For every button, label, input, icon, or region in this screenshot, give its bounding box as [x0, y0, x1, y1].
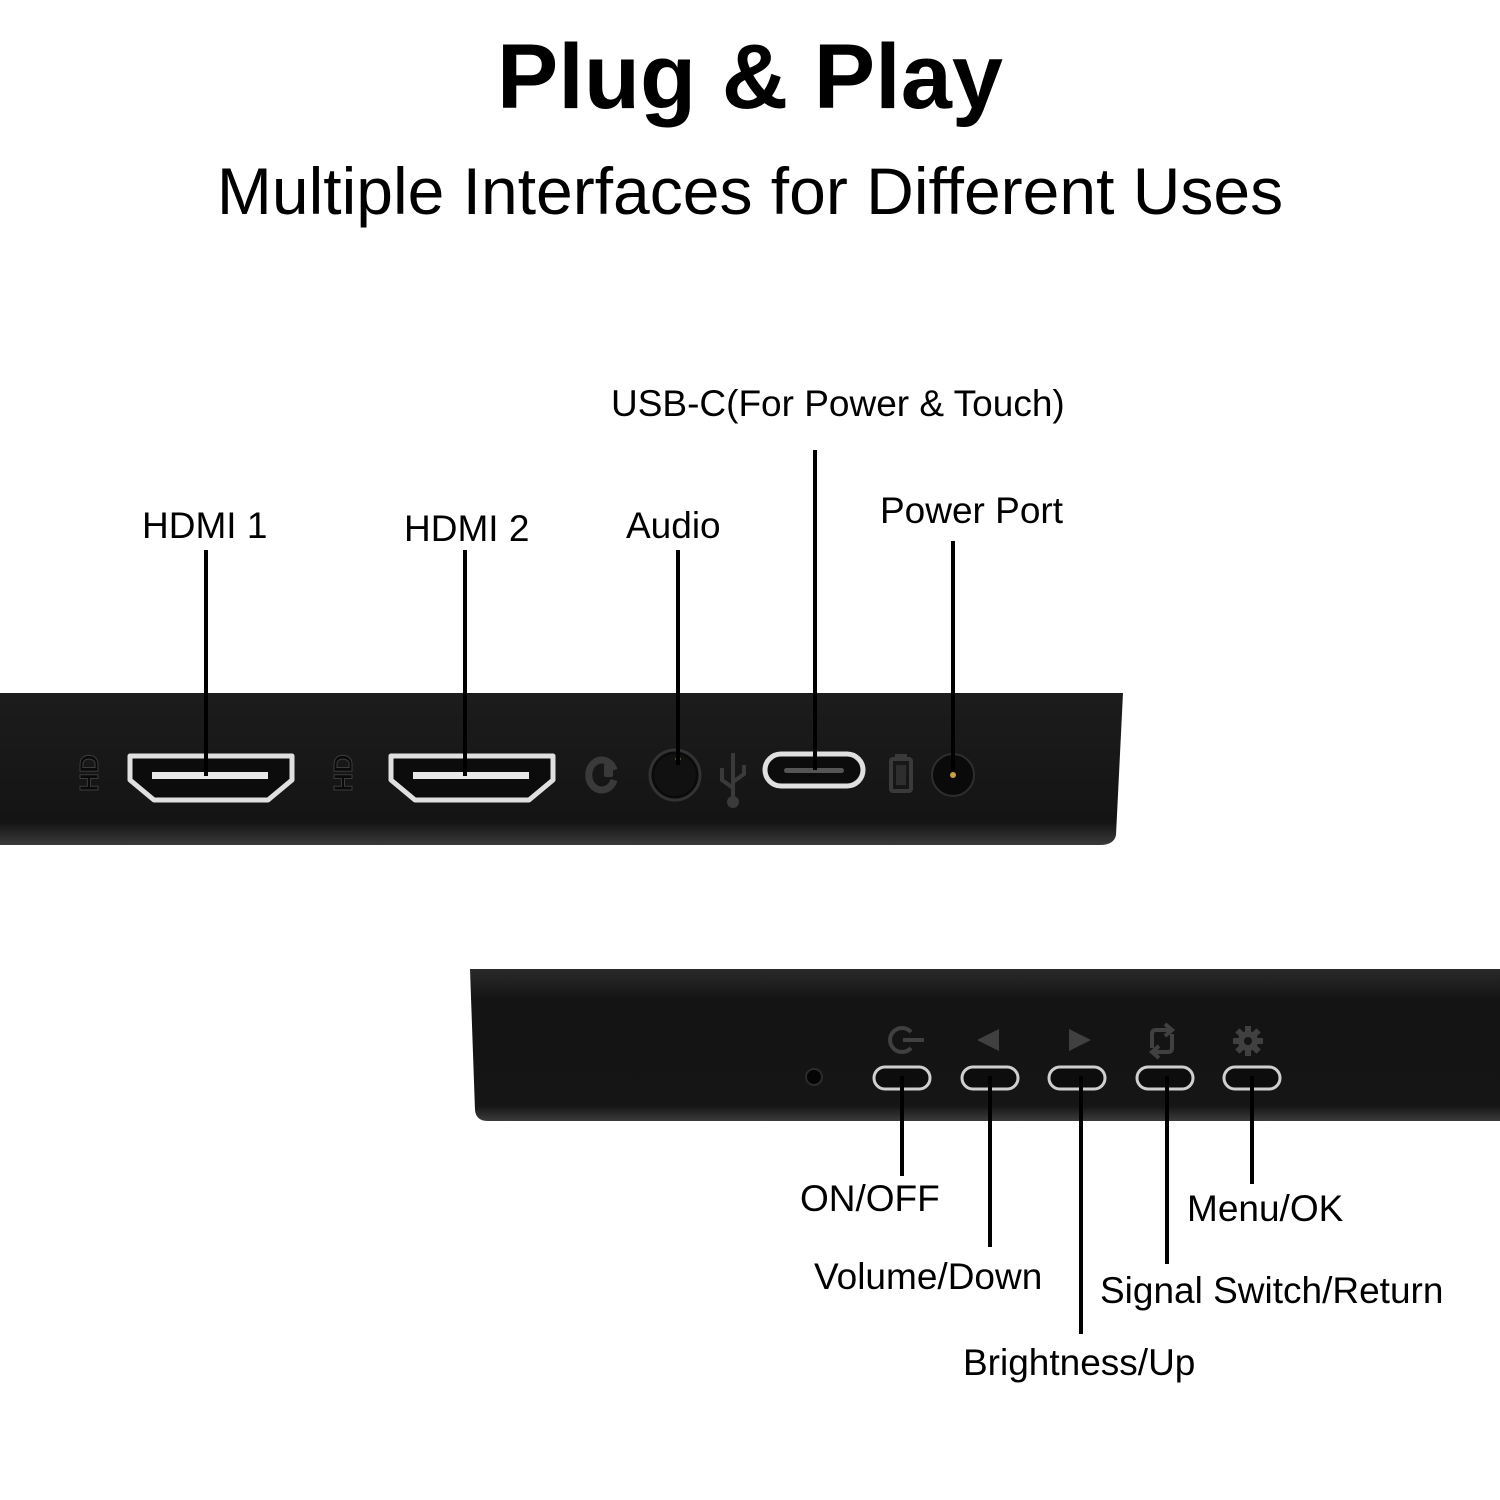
- audio-label: Audio: [626, 505, 721, 546]
- right-arrow-icon: [1069, 1029, 1091, 1051]
- usb-icon: [720, 753, 746, 808]
- signal-switch-label: Signal Switch/Return: [1100, 1270, 1444, 1311]
- hd-logo-1: HD: [74, 754, 104, 792]
- usb-c-label: USB-C(For Power & Touch): [611, 383, 1065, 424]
- brightness-up-button[interactable]: [1047, 1065, 1107, 1091]
- on-off-label: ON/OFF: [800, 1178, 940, 1219]
- hdmi-2-port[interactable]: [388, 753, 556, 803]
- menu-ok-label: Menu/OK: [1187, 1188, 1344, 1229]
- button-leader-lines: [900, 1076, 1254, 1334]
- brightness-up-label: Brightness/Up: [963, 1342, 1196, 1383]
- left-arrow-icon: [977, 1029, 999, 1051]
- page-title: Plug & Play: [496, 26, 1004, 128]
- hd-logo-2: HD: [328, 754, 358, 792]
- power-icon: [888, 1026, 924, 1054]
- page-subtitle: Multiple Interfaces for Different Uses: [216, 154, 1284, 228]
- gear-icon: [1233, 1026, 1263, 1056]
- signal-switch-icon: [1148, 1022, 1176, 1060]
- audio-jack[interactable]: [648, 748, 702, 802]
- device-side-panel: [0, 693, 1123, 845]
- volume-down-label: Volume/Down: [814, 1256, 1043, 1297]
- headphone-icon: [585, 756, 618, 794]
- indicator-led: [805, 1068, 823, 1086]
- hdmi-2-label: HDMI 2: [404, 508, 530, 549]
- power-port-label: Power Port: [880, 490, 1064, 531]
- port-leader-lines: [204, 450, 955, 776]
- hdmi-1-port[interactable]: [127, 753, 295, 803]
- battery-icon: [889, 754, 913, 793]
- hdmi-1-label: HDMI 1: [142, 505, 268, 546]
- device-front-panel: [470, 969, 1500, 1121]
